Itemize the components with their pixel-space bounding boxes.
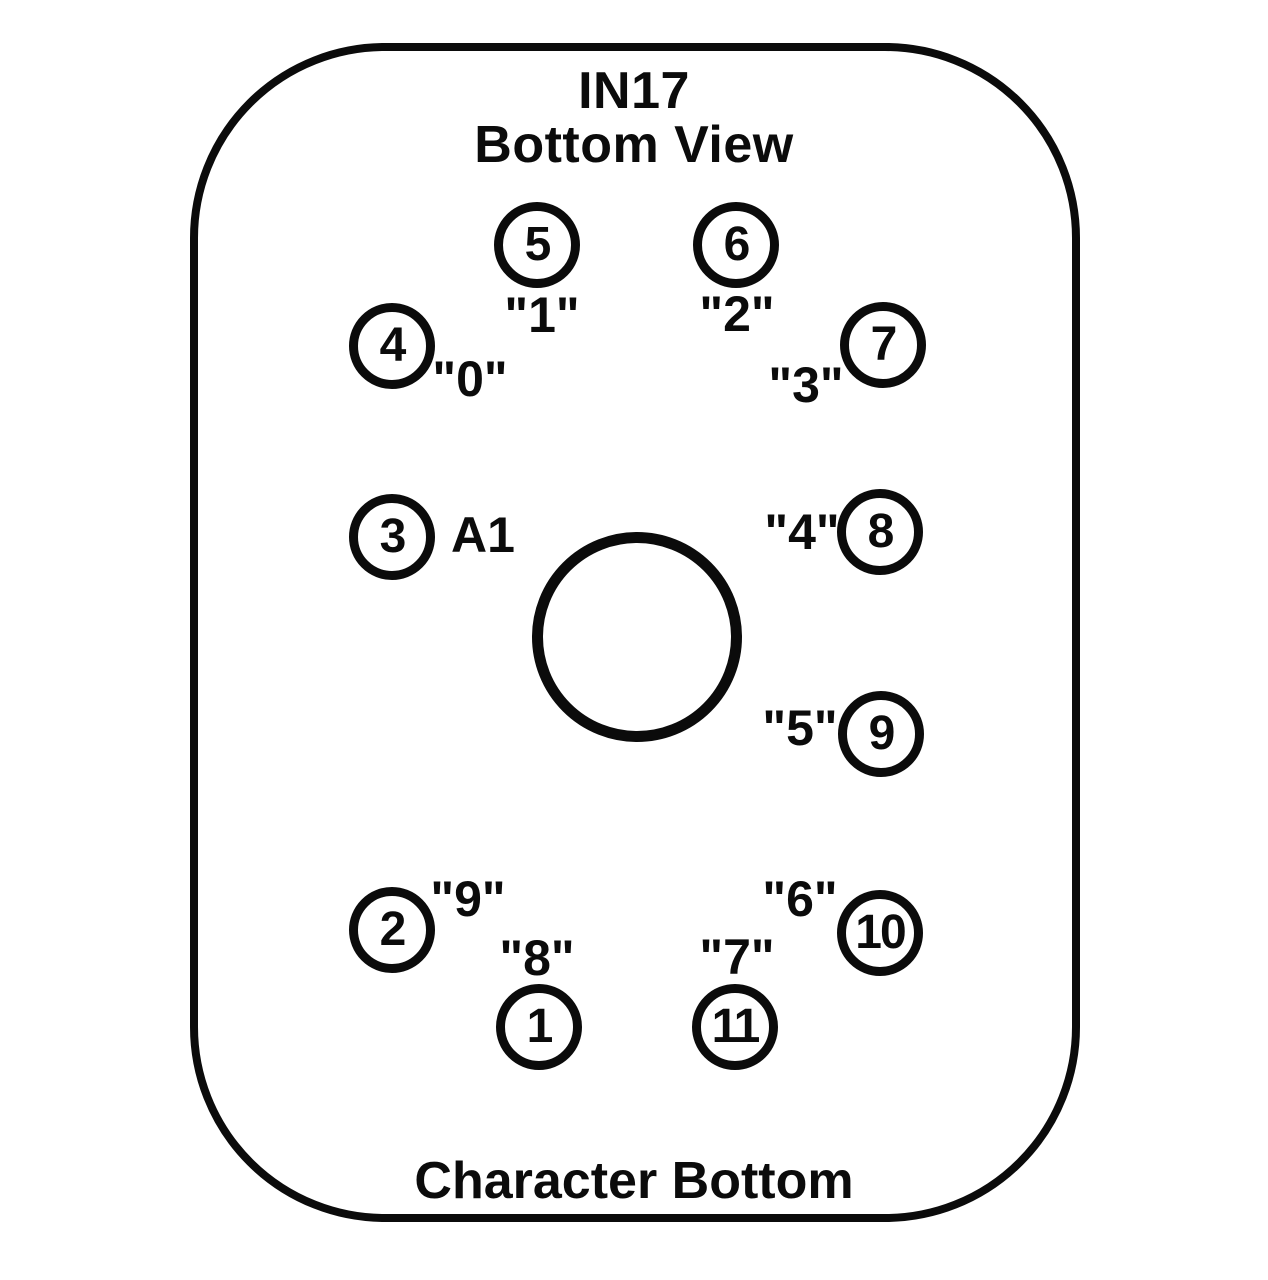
pin-9-circle: 9 [838,691,924,777]
pin-9-number: 9 [868,707,896,760]
pin-2-number: 2 [379,903,407,956]
pin-6-character-label: "2" [699,286,775,342]
pin-11-circle: 11 [692,984,778,1070]
pin-7-number: 7 [870,318,898,371]
footer-label: Character Bottom [414,1152,854,1210]
pin-8-circle: 8 [837,489,923,575]
diagram-title: IN17 Bottom View [0,64,1268,172]
pin-10-circle: 10 [837,890,923,976]
diagram-title-line2: Bottom View [474,116,794,174]
pin-6-number: 6 [723,218,751,271]
pin-4-number: 4 [379,319,407,372]
pin-7-circle: 7 [840,302,926,388]
pin-3-circle: 3 [349,494,435,580]
diagram-title-line1: IN17 [578,62,690,120]
pin-1-circle: 1 [496,984,582,1070]
pin-5-circle: 5 [494,202,580,288]
pin-3-number: 3 [379,510,407,563]
pin-10-character-label: "6" [762,871,838,927]
pin-1-character-label: "8" [499,930,575,986]
pin-2-character-label: "9" [430,871,506,927]
pin-11-character-label: "7" [699,929,775,985]
pin-10-number: 10 [855,906,906,959]
pin-5-character-label: "1" [504,287,580,343]
pin-1-number: 1 [526,1000,554,1053]
pin-4-character-label: "0" [432,351,508,407]
pin-4-circle: 4 [349,303,435,389]
pin-8-character-label: "4" [764,504,840,560]
pin-6-circle: 6 [693,202,779,288]
pin-11-number: 11 [711,1000,761,1053]
pin-9-character-label: "5" [762,700,838,756]
pin-2-circle: 2 [349,887,435,973]
center-hole [532,532,742,742]
pin-7-character-label: "3" [768,357,844,413]
pin-3-character-label: A1 [451,507,515,563]
pin-8-number: 8 [867,505,895,558]
pin-5-number: 5 [524,218,552,271]
